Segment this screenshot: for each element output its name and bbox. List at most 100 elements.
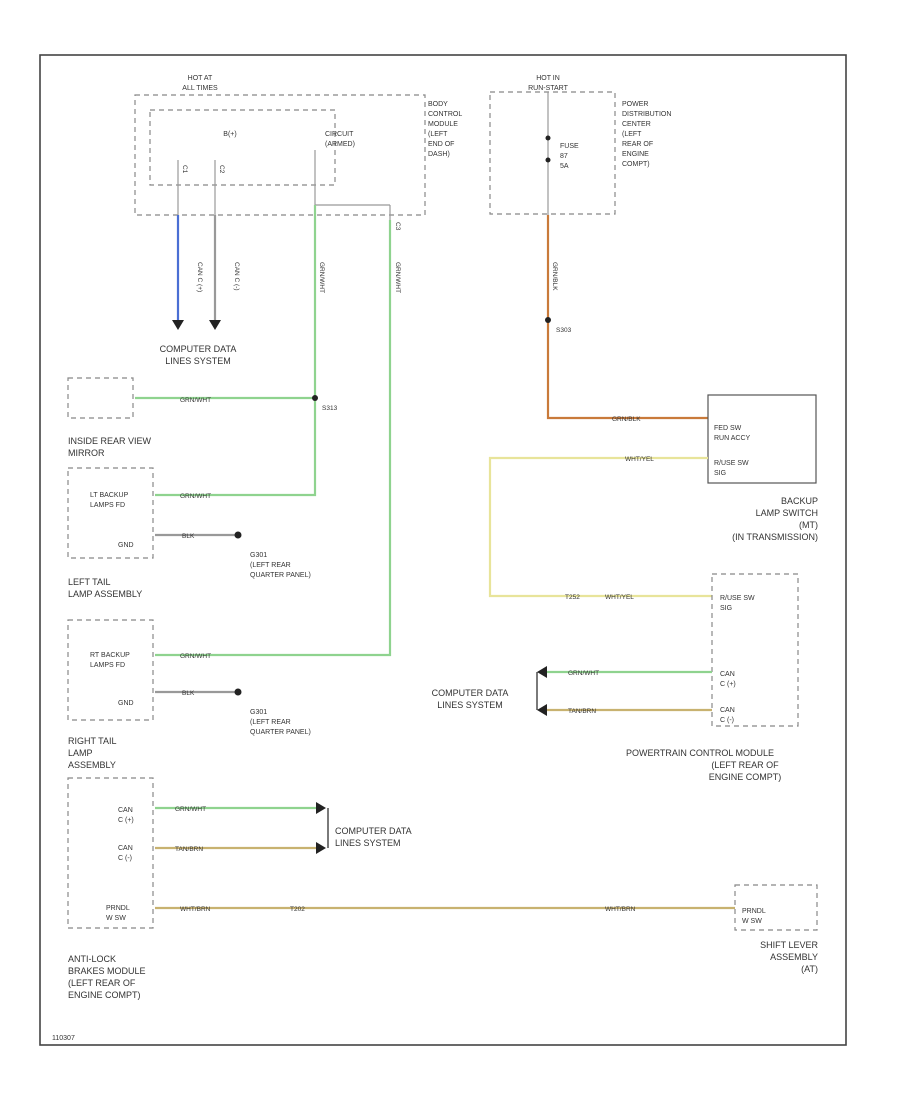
hot-all-times-line1: HOT AT	[188, 75, 213, 82]
pcm-can-plus-label: GRN/WHT	[568, 670, 599, 677]
pdc-label-3: CENTER	[622, 121, 651, 128]
lt-ground-wire-label: BLK	[182, 533, 195, 540]
hot-all-times-line2: ALL TIMES	[182, 85, 218, 92]
fuse-87-top	[545, 135, 551, 141]
rt-pin-gnd: GND	[118, 700, 134, 707]
bcm-pin-c3: C3	[394, 222, 401, 231]
reverse-wire-label-bottom: WHT/YEL	[605, 594, 634, 601]
splice-s313-label: S313	[322, 405, 338, 412]
reverse-wire-label-top: WHT/YEL	[625, 456, 654, 463]
anti-lock-brakes-module: CAN C (+) CAN C (-) PRNDL W SW ANTI-LOCK…	[67, 777, 154, 1000]
rt-ground-id: G301	[250, 709, 267, 716]
lt-label-1: LEFT TAIL	[68, 577, 111, 587]
abs-can-minus-label: TAN/BRN	[175, 846, 203, 853]
pcm-pin-1: R/USE SW	[720, 595, 755, 602]
splice-s313	[312, 395, 318, 401]
lt-ground-loc-2: QUARTER PANEL)	[250, 572, 311, 579]
bls-pin-1: FED SW	[714, 425, 742, 432]
abs-can-plus-arrow	[316, 802, 326, 814]
bcm-label-2: CONTROL	[428, 111, 462, 118]
bls-label-1: BACKUP	[781, 496, 818, 506]
shifter-pin-2: W SW	[742, 918, 762, 925]
backup-switch-outline	[707, 394, 817, 484]
abs-can-minus-arrow	[316, 842, 326, 854]
abs-pin-6: W SW	[106, 915, 126, 922]
rt-ground-loc-2: QUARTER PANEL)	[250, 729, 311, 736]
left-tail-lamp-assembly: LT BACKUP LAMPS FD GND BLK G301 (LEFT RE…	[67, 467, 311, 599]
pcm-pin-3: CAN	[720, 671, 735, 678]
pcm-can-plus-arrow	[537, 666, 547, 678]
bls-pin-4: SIG	[714, 470, 726, 477]
abs-pin-4: C (-)	[118, 855, 132, 862]
lt-backup-wire	[155, 205, 317, 497]
can-plus-arrow	[172, 320, 184, 330]
mirror-label-1: INSIDE REAR VIEW	[68, 436, 152, 446]
computer-data-lines-mid-line2: LINES SYSTEM	[437, 700, 503, 710]
bcm-circuit-line1: CIRCUIT	[325, 131, 354, 138]
fused-ignition-wire	[546, 215, 708, 420]
computer-data-lines-bottom-line1: COMPUTER DATA	[335, 826, 412, 836]
shifter-label-2: ASSEMBLY	[770, 952, 818, 962]
pdc-label-1: POWER	[622, 101, 648, 108]
pdc-outline	[489, 91, 616, 215]
pcm-outline	[711, 573, 799, 727]
fuse-label-1: FUSE	[560, 143, 579, 150]
pcm-pin-4: C (+)	[720, 681, 736, 688]
bcm-wire-can-plus-label: CAN C (+)	[196, 262, 203, 292]
pcm-label-1: POWERTRAIN CONTROL MODULE	[626, 748, 774, 758]
bls-label-2: LAMP SWITCH	[756, 508, 818, 518]
mirror-wire-label: GRN/WHT	[180, 397, 211, 404]
pcm-label-2: (LEFT REAR OF	[711, 760, 779, 770]
bls-label-3: (MT)	[799, 520, 818, 530]
pcm-pin-6: C (-)	[720, 717, 734, 724]
computer-data-lines-bottom-line2: LINES SYSTEM	[335, 838, 401, 848]
shift-lever-assembly: PRNDL W SW SHIFT LEVER ASSEMBLY (AT)	[734, 884, 818, 974]
reverse-signal-wire	[488, 456, 712, 598]
diagram-frame	[39, 54, 847, 1046]
bcm-wire-grn-wht2-label: GRN/WHT	[394, 262, 401, 293]
rt-label-3: ASSEMBLY	[68, 760, 116, 770]
bcm-internal-box	[149, 109, 336, 186]
bcm-label-6: DASH)	[428, 151, 450, 158]
computer-data-lines-top-line1: COMPUTER DATA	[160, 344, 237, 354]
bcm-label-4: (LEFT	[428, 131, 448, 138]
rt-backup-wire-label: GRN/WHT	[180, 653, 211, 660]
pcm-can-minus-label: TAN/BRN	[568, 708, 596, 715]
shifter-pin-1: PRNDL	[742, 908, 766, 915]
rt-label-2: LAMP	[68, 748, 93, 758]
rt-ground-dot	[234, 688, 242, 696]
lt-ground-loc-1: (LEFT REAR	[250, 562, 291, 569]
splice-s303-label: S303	[556, 327, 572, 334]
rt-ground-wire-label: BLK	[182, 690, 195, 697]
pcm-can-minus-arrow	[537, 704, 547, 716]
lt-pin-gnd: GND	[118, 542, 134, 549]
rt-ground-loc-1: (LEFT REAR	[250, 719, 291, 726]
inside-rear-view-mirror: INSIDE REAR VIEW MIRROR	[67, 377, 152, 458]
bcm-label-5: END OF	[428, 141, 454, 148]
pcm-pin-2: SIG	[720, 605, 732, 612]
lt-ground-dot	[234, 531, 242, 539]
bls-pin-2: RUN ACCY	[714, 435, 751, 442]
abs-label-1: ANTI-LOCK	[68, 954, 116, 964]
bcm-circuit-line2: (ARMED)	[325, 141, 355, 148]
bcm-wire-can-minus-label: CAN C (-)	[233, 262, 240, 291]
bcm-label-3: MODULE	[428, 121, 458, 128]
reverse-wire-code: T252	[565, 594, 580, 601]
rt-pin-backup-2: LAMPS FD	[90, 662, 125, 669]
bcm-pin-c2: C2	[218, 165, 225, 174]
pcm-pin-5: CAN	[720, 707, 735, 714]
prndl-wire-code: T202	[290, 906, 305, 913]
pdc-label-6: ENGINE	[622, 151, 649, 158]
shifter-label-1: SHIFT LEVER	[760, 940, 818, 950]
rt-pin-backup-1: RT BACKUP	[90, 652, 130, 659]
bls-pin-3: R/USE SW	[714, 460, 749, 467]
abs-pin-2: C (+)	[118, 817, 134, 824]
right-tail-lamp-assembly: RT BACKUP LAMPS FD GND BLK G301 (LEFT RE…	[67, 619, 311, 770]
fused-wire-label-h: GRN/BLK	[612, 416, 641, 423]
abs-pin-5: PRNDL	[106, 905, 130, 912]
pcm-label-3: ENGINE COMPT)	[709, 772, 782, 782]
splice-s303	[545, 317, 551, 323]
fuse-label-2: 87	[560, 153, 568, 160]
fuse-label-3: 5A	[560, 163, 569, 170]
hot-run-start-line1: HOT IN	[536, 75, 560, 82]
